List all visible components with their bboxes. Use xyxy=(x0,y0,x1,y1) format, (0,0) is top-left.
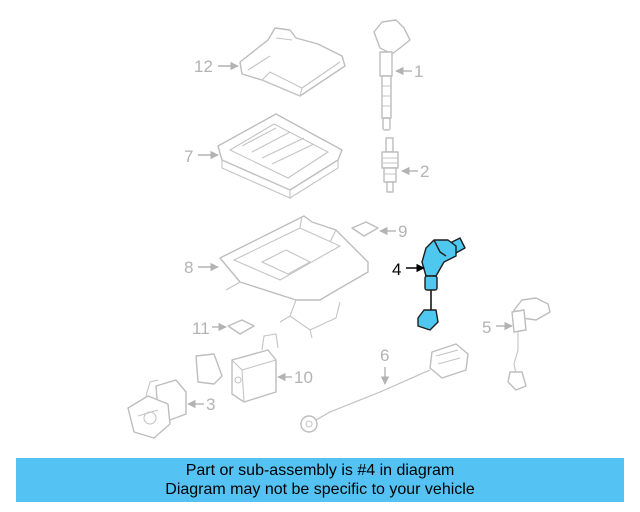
part-5-speed-sensor[interactable] xyxy=(507,297,551,391)
callout-1: 1 xyxy=(414,62,423,81)
part-9-pad[interactable] xyxy=(351,221,379,237)
callout-5: 5 xyxy=(482,318,491,337)
banner-line-1: Part or sub-assembly is #4 in diagram xyxy=(185,462,455,479)
callout-2: 2 xyxy=(420,162,429,181)
callout-10: 10 xyxy=(294,368,313,387)
part-8-bracket[interactable] xyxy=(219,215,369,339)
info-banner: Part or sub-assembly is #4 in diagram Di… xyxy=(16,458,624,502)
part-11-pad[interactable] xyxy=(227,319,255,335)
part-7-control-module[interactable] xyxy=(217,113,343,199)
part-3-sensor[interactable] xyxy=(127,379,187,439)
callout-12: 12 xyxy=(194,57,213,76)
part-1-ignition-coil[interactable] xyxy=(373,19,411,131)
callout-9: 9 xyxy=(398,222,407,241)
callout-11: 11 xyxy=(192,319,210,338)
banner-line-2: Diagram may not be specific to your vehi… xyxy=(165,481,475,498)
part-4-sensor-highlighted[interactable] xyxy=(417,237,466,331)
part-12-engine-cover[interactable] xyxy=(239,27,346,97)
parts-diagram: 12 1 7 2 8 9 xyxy=(127,19,551,439)
part-10-module[interactable] xyxy=(195,333,279,403)
callout-4: 4 xyxy=(392,260,401,279)
callout-3: 3 xyxy=(206,395,215,414)
part-6-knock-sensor[interactable] xyxy=(300,343,469,433)
callout-7: 7 xyxy=(184,147,193,166)
callout-6: 6 xyxy=(380,346,389,365)
part-2-spark-plug[interactable] xyxy=(381,137,399,193)
callout-8: 8 xyxy=(184,258,193,277)
